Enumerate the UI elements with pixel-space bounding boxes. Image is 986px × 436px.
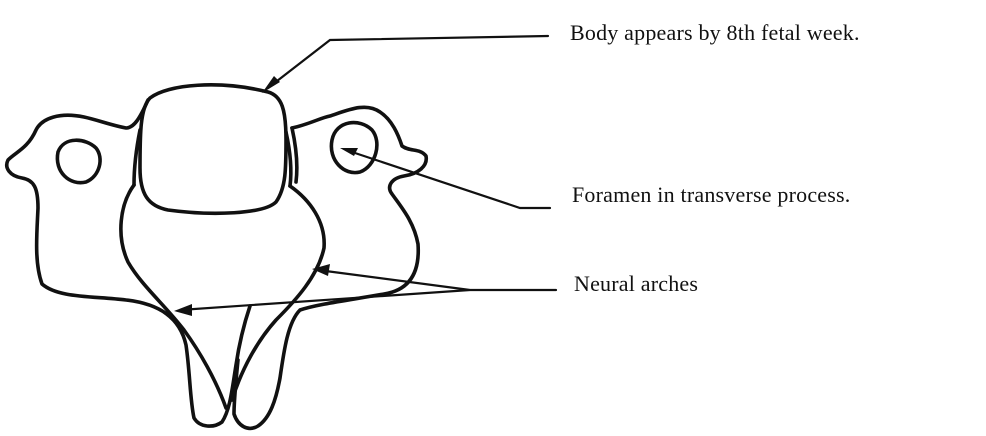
foramen-leader-line bbox=[346, 150, 550, 208]
body-leader-line bbox=[268, 36, 548, 88]
neural-arches-label: Neural arches bbox=[574, 273, 698, 295]
body-arrowhead bbox=[262, 76, 280, 93]
foramen-label: Foramen in transverse process. bbox=[572, 184, 850, 206]
pedicle-right-outer bbox=[292, 128, 297, 182]
neural-canal bbox=[121, 185, 324, 408]
foramen-arrowhead bbox=[340, 148, 358, 156]
neural-arches-leader-line bbox=[180, 270, 556, 310]
neural-arches-arrowhead-left bbox=[174, 304, 192, 316]
vertebral-body bbox=[140, 85, 286, 213]
foramen-left bbox=[57, 140, 100, 182]
body-label: Body appears by 8th fetal week. bbox=[570, 22, 860, 44]
vertebra-outline-right bbox=[234, 107, 426, 428]
foramen-right bbox=[331, 123, 377, 173]
